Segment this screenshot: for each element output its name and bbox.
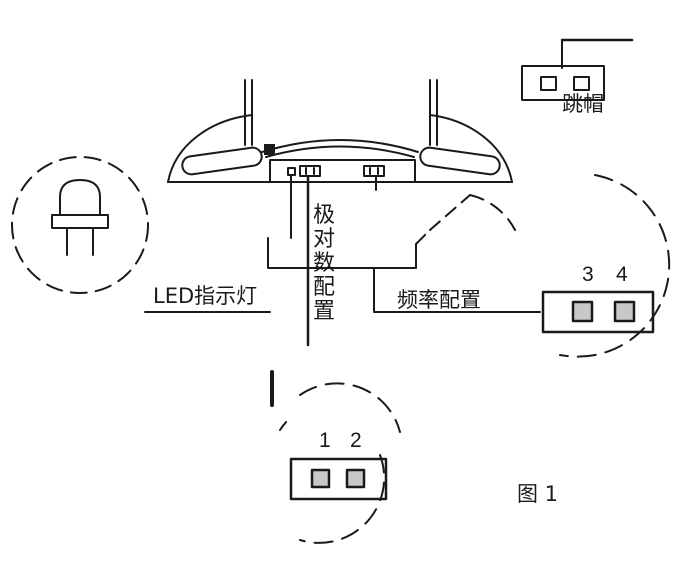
- pin-3-label: 3: [582, 263, 594, 286]
- led-indicator-label: LED指示灯: [153, 284, 258, 308]
- pin-1-label: 1: [319, 429, 331, 452]
- polarity-config-label: 极对数配置: [313, 203, 336, 324]
- leader-lines: [144, 174, 541, 347]
- black-marker: [264, 144, 275, 155]
- figure-caption: 图 1: [517, 482, 559, 506]
- frequency-jumper-detail: [469, 174, 671, 358]
- jumper-cap-label: 跳帽: [562, 92, 604, 116]
- frequency-config-label: 频率配置: [397, 288, 481, 312]
- device-body: [167, 79, 513, 191]
- pin-4-label: 4: [616, 263, 628, 286]
- jumper-cap-legend: [521, 38, 634, 101]
- pin-2-label: 2: [350, 429, 362, 452]
- led-bulb-detail: [11, 156, 149, 294]
- polarity-jumper-detail: [270, 370, 401, 544]
